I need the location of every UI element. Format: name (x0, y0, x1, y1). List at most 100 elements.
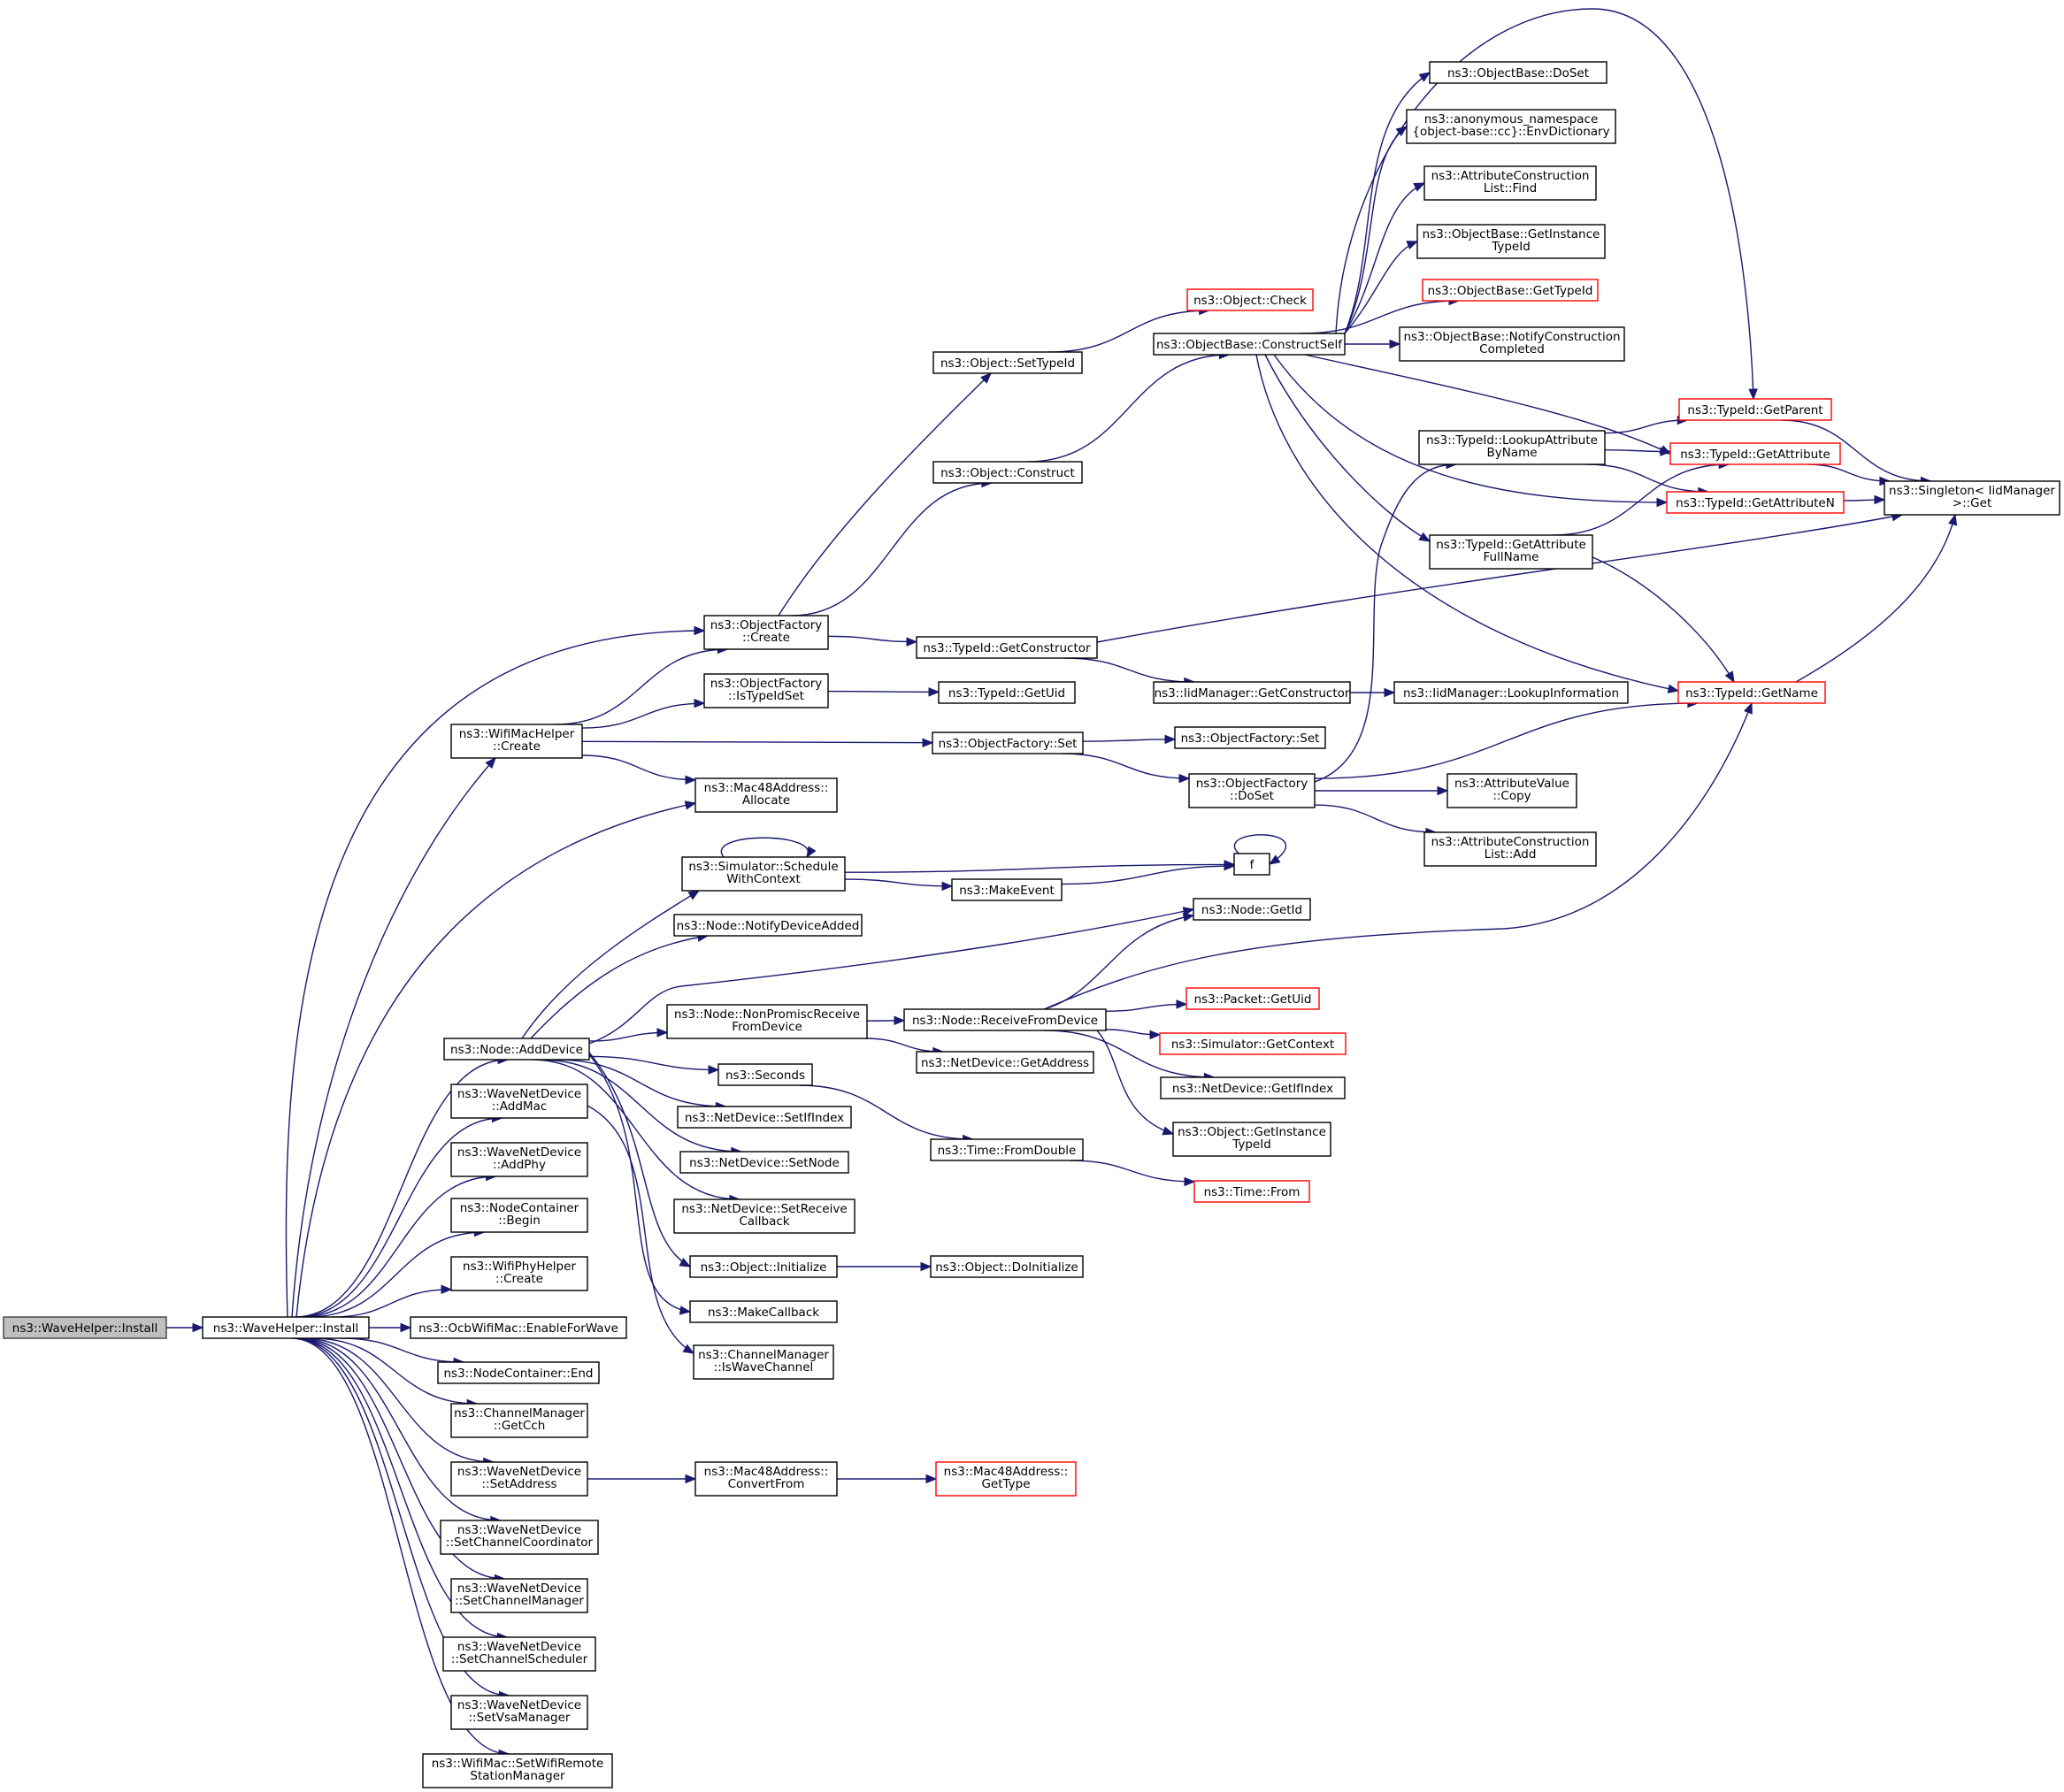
node-label: ns3::Node::NotifyDeviceAdded (677, 919, 860, 933)
node-node_adddevice[interactable]: ns3::Node::AddDevice (443, 1038, 590, 1061)
node-obase_doset[interactable]: ns3::ObjectBase::DoSet (1429, 61, 1607, 84)
node-of_doset[interactable]: ns3::ObjectFactory::DoSet (1188, 773, 1316, 808)
node-of_create[interactable]: ns3::ObjectFactory::Create (703, 615, 829, 650)
node-notify_constr[interactable]: ns3::ObjectBase::NotifyConstructionCompl… (1399, 326, 1625, 362)
node-typeid_getattr[interactable]: ns3::TypeId::GetAttribute (1669, 442, 1841, 465)
node-typeid_getconstructor[interactable]: ns3::TypeId::GetConstructor (916, 636, 1098, 659)
node-label: ::Begin (498, 1214, 541, 1228)
edge-node_receive-to-node_getid (1043, 912, 1195, 1010)
node-sim_getcontext[interactable]: ns3::Simulator::GetContext (1159, 1032, 1347, 1055)
node-wnd_setchsched[interactable]: ns3::WaveNetDevice::SetChannelScheduler (442, 1636, 596, 1672)
node-obj_check[interactable]: ns3::Object::Check (1186, 288, 1314, 311)
node-seconds[interactable]: ns3::Seconds (717, 1063, 813, 1086)
node-obj_settypeid[interactable]: ns3::Object::SetTypeId (932, 351, 1083, 374)
node-singleton_get[interactable]: ns3::Singleton< IidManager>::Get (1884, 480, 2060, 516)
node-mac48_convertfrom[interactable]: ns3::Mac48Address::ConvertFrom (694, 1461, 838, 1497)
node-netdev_getaddress[interactable]: ns3::NetDevice::GetAddress (916, 1051, 1094, 1074)
node-time_from[interactable]: ns3::Time::From (1193, 1180, 1310, 1203)
node-wifimac_setwrsm[interactable]: ns3::WifiMac::SetWifiRemoteStationManage… (422, 1753, 613, 1788)
edge-arrowhead (928, 687, 940, 697)
node-make_event[interactable]: ns3::MakeEvent (951, 878, 1063, 901)
node-wh_install_root[interactable]: ns3::WaveHelper::Install (3, 1316, 167, 1339)
node-box (450, 1084, 588, 1119)
node-mac48_allocate[interactable]: ns3::Mac48Address::Allocate (694, 777, 838, 813)
edge-line (1314, 702, 1698, 779)
node-wnd_setaddress[interactable]: ns3::WaveNetDevice::SetAddress (450, 1461, 588, 1497)
node-construct_self[interactable]: ns3::ObjectBase::ConstructSelf (1153, 333, 1346, 356)
node-nc_begin[interactable]: ns3::NodeContainer::Begin (450, 1198, 588, 1233)
node-label: Completed (1479, 342, 1545, 356)
node-label: ns3::WifiPhyHelper (463, 1260, 576, 1274)
node-obj_construct[interactable]: ns3::Object::Construct (932, 461, 1083, 484)
edge-line (521, 890, 700, 1039)
node-box (1423, 831, 1597, 867)
node-box (694, 777, 838, 813)
edge-arrowhead (400, 1322, 412, 1333)
node-nc_end[interactable]: ns3::NodeContainer::End (437, 1361, 600, 1384)
node-packet_getuid[interactable]: ns3::Packet::GetUid (1185, 987, 1320, 1010)
node-time_fromdouble[interactable]: ns3::Time::FromDouble (930, 1138, 1084, 1161)
node-of_istypeidset[interactable]: ns3::ObjectFactory::IsTypeIdSet (703, 673, 829, 708)
edge-line (581, 702, 705, 729)
node-env_dict[interactable]: ns3::anonymous_namespace{object-base::cc… (1406, 109, 1616, 144)
node-netdev_setifindex[interactable]: ns3::NetDevice::SetIfIndex (677, 1106, 852, 1129)
node-cm_iswavechannel[interactable]: ns3::ChannelManager::IsWaveChannel (693, 1344, 834, 1380)
node-label: ns3::Object::Initialize (701, 1260, 827, 1275)
edge-typeid_getattrn-to-singleton_get (1843, 494, 1886, 505)
node-wmh_create[interactable]: ns3::WifiMacHelper::Create (450, 724, 583, 759)
edge-of_doset-to-lookup_attr (1314, 459, 1458, 783)
node-obase_gettypeid[interactable]: ns3::ObjectBase::GetTypeId (1422, 279, 1599, 302)
node-wnd_setchmgr[interactable]: ns3::WaveNetDevice::SetChannelManager (450, 1578, 588, 1613)
edge-line (844, 863, 1235, 873)
node-wnd_addmac[interactable]: ns3::WaveNetDevice::AddMac (450, 1084, 588, 1119)
node-of_set_1[interactable]: ns3::ObjectFactory::Set (932, 731, 1084, 754)
node-of_set_2[interactable]: ns3::ObjectFactory::Set (1174, 726, 1326, 749)
node-node_notify[interactable]: ns3::Node::NotifyDeviceAdded (673, 914, 863, 937)
node-make_callback[interactable]: ns3::MakeCallback (689, 1300, 838, 1323)
node-ocb_enableforwave[interactable]: ns3::OcbWifiMac::EnableForWave (410, 1316, 627, 1339)
node-obj_initialize[interactable]: ns3::Object::Initialize (689, 1255, 838, 1278)
node-box (442, 1636, 596, 1672)
node-obj_doinitialize[interactable]: ns3::Object::DoInitialize (930, 1255, 1084, 1278)
node-label: ::Copy (1492, 789, 1531, 803)
edge-wmh_create-to-mac48_allocate (581, 754, 697, 785)
node-wnd_setchcoord[interactable]: ns3::WaveNetDevice::SetChannelCoordinato… (440, 1520, 599, 1555)
node-typeid_getname[interactable]: ns3::TypeId::GetName (1677, 681, 1826, 704)
node-netdev_setnode[interactable]: ns3::NetDevice::SetNode (679, 1151, 849, 1174)
node-wnd_setvsamgr[interactable]: ns3::WaveNetDevice::SetVsaManager (450, 1695, 588, 1730)
node-node_receive[interactable]: ns3::Node::ReceiveFromDevice (903, 1008, 1107, 1031)
edge-arrowhead (192, 1322, 204, 1333)
node-mac48_gettype[interactable]: ns3::Mac48Address::GetType (935, 1461, 1077, 1497)
node-typeid_getparent[interactable]: ns3::TypeId::GetParent (1678, 398, 1832, 421)
node-av_copy[interactable]: ns3::AttributeValue::Copy (1446, 773, 1577, 808)
node-wph_create[interactable]: ns3::WifiPhyHelper::Create (450, 1256, 588, 1291)
node-netdev_getifindex[interactable]: ns3::NetDevice::GetIfIndex (1160, 1076, 1346, 1099)
node-iid_lookupinfo[interactable]: ns3::IidManager::LookupInformation (1393, 681, 1629, 704)
node-f[interactable]: f (1233, 853, 1270, 876)
node-wnd_addphy[interactable]: ns3::WaveNetDevice::AddPhy (450, 1142, 588, 1177)
node-label: ns3::Seconds (725, 1068, 805, 1083)
edge-wh_install-to-wmh_create (291, 757, 496, 1318)
edge-arrowhead (1149, 1030, 1162, 1040)
node-label: ::SetChannelScheduler (451, 1652, 588, 1666)
edge-arrowhead (679, 1306, 692, 1315)
node-typeid_getuid[interactable]: ns3::TypeId::GetUid (938, 681, 1076, 704)
node-iid_getconstructor[interactable]: ns3::IidManager::GetConstructor (1153, 681, 1351, 704)
node-label: ns3::Time::From (1204, 1185, 1301, 1199)
node-label: ::SetVsaManager (469, 1711, 571, 1725)
node-label: TypeId (1231, 1137, 1271, 1152)
node-box (689, 1255, 838, 1278)
node-wh_install[interactable]: ns3::WaveHelper::Install (202, 1316, 370, 1339)
node-typeid_getattrn[interactable]: ns3::TypeId::GetAttributeN (1666, 491, 1845, 514)
node-cm_getcch[interactable]: ns3::ChannelManager::GetCch (450, 1403, 588, 1438)
node-node_getid[interactable]: ns3::Node::GetId (1193, 898, 1311, 921)
